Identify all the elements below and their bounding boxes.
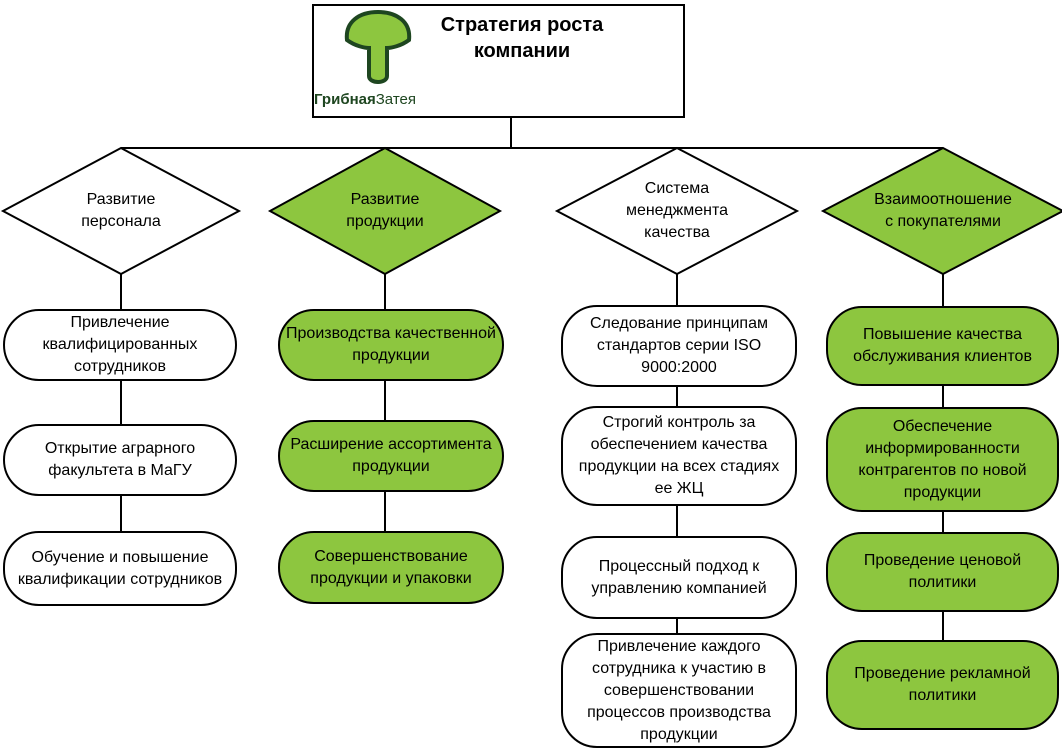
- strategy-item-box: Обучение и повышение квалификации сотруд…: [3, 531, 237, 606]
- strategy-item-box: Повышение качества обслуживания клиентов: [826, 306, 1059, 386]
- title-line-2: компании: [473, 40, 571, 62]
- direction-label: Развитие продукции: [346, 191, 424, 230]
- strategy-item-box: Обеспечение информированности контрагент…: [826, 407, 1059, 512]
- direction-label: Система менеджмента качества: [625, 180, 729, 241]
- strategy-item-box: Производства качественной продукции: [278, 309, 504, 381]
- strategy-item-box: Проведение рекламной политики: [826, 640, 1059, 730]
- strategy-item-box: Привлечение каждого сотрудника к участию…: [561, 633, 797, 748]
- strategy-item-box: Привлечение квалифицированных сотруднико…: [3, 309, 237, 381]
- title-line-1: Стратегия роста: [440, 14, 604, 36]
- page-title: Стратегия роста компании: [432, 12, 612, 64]
- strategy-item-box: Расширение ассортимента продукции: [278, 420, 504, 492]
- logo-bold: Грибная: [314, 91, 376, 108]
- strategy-item-box: Следование принципам стандартов серии IS…: [561, 305, 797, 387]
- mushroom-icon: [344, 10, 412, 84]
- direction-label: Развитие персонала: [81, 191, 161, 230]
- strategy-item-box: Открытие аграрного факультета в МаГУ: [3, 424, 237, 496]
- strategy-item-box: Проведение ценовой политики: [826, 532, 1059, 612]
- logo-wordmark: ГрибнаяЗатея: [314, 91, 416, 108]
- strategy-item-box: Совершенствование продукции и упаковки: [278, 531, 504, 604]
- strategy-item-box: Строгий контроль за обеспечением качеств…: [561, 406, 797, 506]
- direction-label: Взаимоотношение с покупателями: [874, 191, 1012, 230]
- logo-regular: Затея: [375, 91, 416, 108]
- strategy-item-box: Процессный подход к управлению компанией: [561, 536, 797, 619]
